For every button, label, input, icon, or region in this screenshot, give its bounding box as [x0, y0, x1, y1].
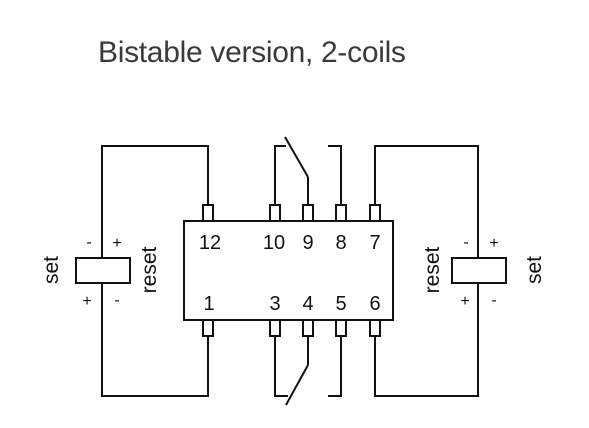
bottom-contact-pin5-wire [328, 336, 342, 397]
pin-label-9: 9 [302, 232, 313, 254]
pin-label-8: 8 [335, 232, 346, 254]
bottom-contact-switch-arm [285, 364, 309, 406]
left-coil-reset-label: reset [138, 246, 161, 293]
pin-8 [335, 204, 347, 222]
pin-label-5: 5 [335, 293, 346, 315]
left-coil [75, 257, 131, 284]
right-coil-set-bottom-sign: - [491, 292, 496, 309]
pin-4 [302, 319, 314, 337]
left-coil-set-bottom-sign: + [82, 293, 91, 310]
top-contact-pin10-wire [274, 145, 286, 205]
pin-label-6: 6 [369, 293, 380, 315]
right-coil-bottom-wire [374, 283, 479, 397]
pin-3 [269, 319, 281, 337]
left-coil-set-top-sign: - [86, 234, 91, 251]
right-coil-set-top-sign: + [489, 235, 498, 252]
right-coil-reset-top-sign: - [463, 234, 468, 251]
pin-9 [302, 204, 314, 222]
relay-body [183, 220, 394, 321]
pin-1 [202, 319, 214, 337]
pin-label-4: 4 [302, 293, 313, 315]
pin-12 [202, 204, 214, 222]
right-coil-reset-label: reset [421, 246, 444, 293]
left-coil-reset-top-sign: + [112, 235, 121, 252]
pin-label-1: 1 [203, 293, 214, 315]
top-contact-pin8-wire [328, 145, 342, 205]
right-coil-top-wire [374, 145, 479, 258]
pin-label-12: 12 [199, 232, 221, 254]
diagram-title: Bistable version, 2-coils [98, 36, 406, 69]
top-contact-switch-arm [284, 136, 309, 178]
pin-label-3: 3 [269, 293, 280, 315]
pin-7 [369, 204, 381, 222]
pin-6 [369, 319, 381, 337]
left-coil-bottom-wire [101, 283, 209, 397]
bottom-contact-pin3-wire [274, 336, 288, 397]
pin-label-10: 10 [263, 232, 285, 254]
right-coil-set-label: set [523, 256, 546, 284]
pin-label-7: 7 [369, 232, 380, 254]
pin-10 [269, 204, 281, 222]
right-coil [451, 257, 507, 284]
left-coil-reset-bottom-sign: - [114, 292, 119, 309]
pin-5 [335, 319, 347, 337]
left-coil-set-label: set [40, 256, 63, 284]
left-coil-top-wire [101, 145, 209, 258]
right-coil-reset-bottom-sign: + [460, 293, 469, 310]
